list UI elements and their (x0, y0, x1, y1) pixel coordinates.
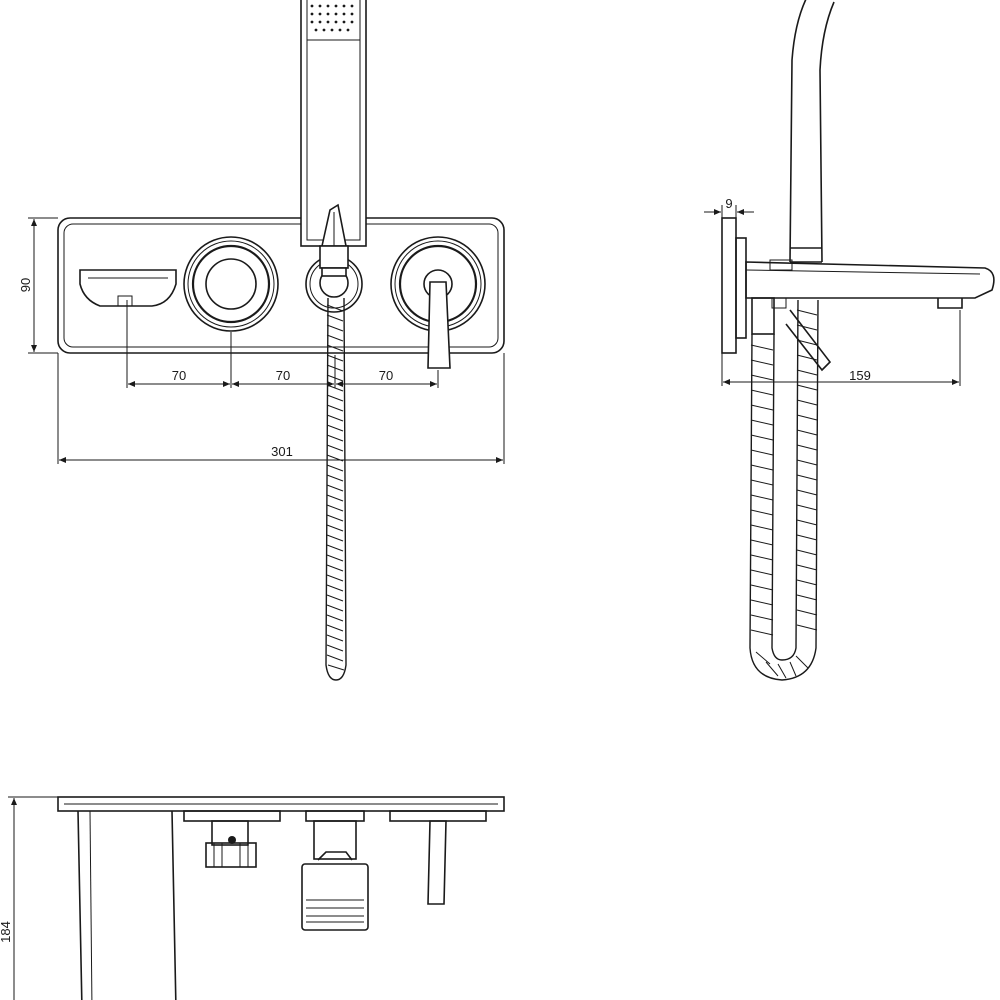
dim-depth: 184 (0, 796, 58, 1000)
dim-projection: 159 (721, 310, 961, 386)
top-wall-plate (57, 796, 505, 812)
dim-height: 90 (18, 217, 58, 354)
top-spout (77, 810, 177, 1000)
front-wall-plate-inner (63, 223, 499, 348)
top-diverter (183, 810, 281, 868)
mixer-lever (390, 236, 486, 369)
dim-height-label: 90 (18, 278, 33, 292)
dim-width-label: 301 (271, 444, 293, 459)
side-view: 9 159 (704, 0, 995, 681)
side-wall-plate (721, 217, 737, 354)
hose-connector (305, 245, 363, 313)
side-shower-arm (789, 0, 835, 263)
front-view: 90 70 70 70 301 (18, 0, 505, 681)
dim-width: 301 (57, 353, 505, 464)
dim-spacing-2-label: 70 (276, 368, 290, 383)
top-view: 184 (0, 796, 505, 1000)
top-hose-connector (301, 810, 369, 931)
shower-hose-front (325, 297, 347, 681)
top-mixer-lever (389, 810, 487, 905)
side-spout (745, 261, 995, 299)
spout-outlet (79, 269, 177, 307)
shower-hose-side (749, 299, 819, 681)
dim-spacing-1-label: 70 (172, 368, 186, 383)
dim-projection-label: 159 (849, 368, 871, 383)
dim-plate-thickness: 9 (704, 196, 754, 218)
hand-shower (300, 0, 367, 247)
dim-spacing: 70 70 70 (126, 300, 439, 388)
dim-plate-thickness-label: 9 (725, 196, 732, 211)
diverter-knob (183, 236, 279, 332)
front-wall-plate (57, 217, 505, 354)
dim-spacing-3-label: 70 (379, 368, 393, 383)
dim-depth-label: 184 (0, 921, 13, 943)
